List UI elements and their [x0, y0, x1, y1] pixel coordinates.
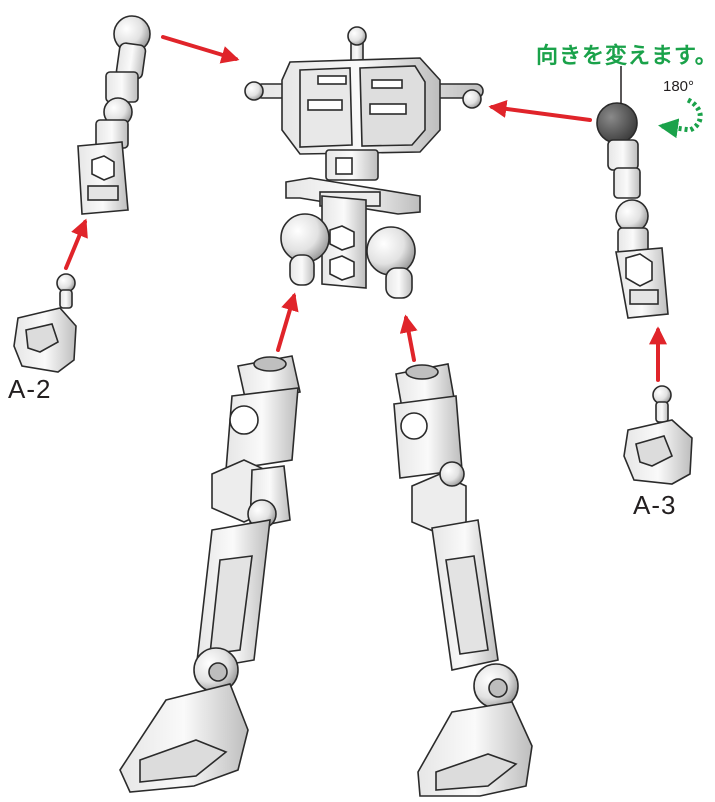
arrow-left-arm-to-torso	[163, 37, 236, 59]
label-a2: A-2	[8, 374, 51, 405]
torso-part	[245, 27, 483, 298]
right-arm-part	[597, 103, 668, 318]
left-leg-part	[120, 356, 300, 792]
rotation-arrow-icon	[662, 100, 700, 130]
left-arm-part	[78, 16, 150, 214]
hand-a3-part	[624, 386, 692, 484]
rotation-degree: 180°	[663, 78, 694, 95]
arrow-left-leg-to-hip	[278, 296, 294, 350]
label-a3: A-3	[633, 490, 676, 521]
arrow-right-leg-to-hip	[406, 318, 414, 360]
arrow-hand-a2-to-arm	[66, 222, 85, 268]
hand-a2-part	[14, 274, 76, 372]
right-leg-part	[394, 364, 532, 796]
rotation-note: 向きを変えます。	[536, 38, 715, 70]
arrow-right-arm-to-torso	[492, 107, 590, 120]
